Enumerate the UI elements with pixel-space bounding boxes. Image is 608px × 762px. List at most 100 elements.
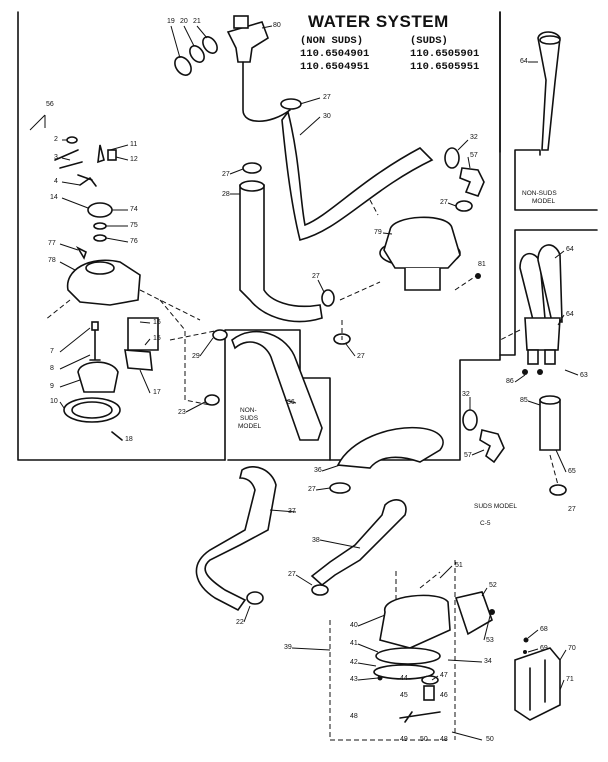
callout-71: 71 — [566, 676, 574, 683]
callout-23: 23 — [178, 409, 186, 416]
clamp-32-b — [462, 409, 478, 431]
clamp-29 — [212, 329, 228, 341]
callout-50-b: 50 — [486, 736, 494, 743]
clamp-27-a — [280, 98, 302, 110]
callout-49: 49 — [400, 736, 408, 743]
clamp-23 — [204, 394, 220, 406]
note-non-suds-top-2: MODEL — [532, 198, 556, 205]
callout-7: 7 — [50, 348, 54, 355]
suds-model-1: 110.6505901 — [410, 48, 479, 60]
callout-28: 28 — [222, 191, 230, 198]
fill-elbow-cap — [233, 15, 249, 29]
callout-2: 2 — [54, 136, 58, 143]
callout-3: 3 — [54, 154, 58, 161]
callout-20: 20 — [180, 18, 188, 25]
non-suds-model-1: 110.6504901 — [300, 48, 369, 60]
callout-80: 80 — [273, 22, 281, 29]
hose-36-non-suds — [204, 329, 323, 441]
callout-36-a: 36 — [287, 399, 295, 406]
callout-30: 30 — [323, 113, 331, 120]
callout-57-a: 57 — [470, 152, 478, 159]
callout-27-b: 27 — [222, 171, 230, 178]
note-suds-model: SUDS MODEL — [474, 503, 517, 510]
callout-65: 65 — [568, 468, 576, 475]
non-suds-heading: (NON SUDS) — [300, 35, 363, 47]
callout-75: 75 — [130, 222, 138, 229]
suds-model-2: 110.6505951 — [410, 61, 479, 73]
callout-86: 86 — [506, 378, 514, 385]
hose-30 — [242, 61, 434, 241]
callout-40: 40 — [350, 622, 358, 629]
callout-53: 53 — [486, 637, 494, 644]
washer-21 — [202, 36, 218, 54]
note-non-suds-mid-2: SUDS — [240, 415, 259, 422]
suds-heading: (SUDS) — [410, 35, 448, 47]
callout-36-b: 36 — [314, 467, 322, 474]
callout-79: 79 — [374, 229, 382, 236]
callout-64-a: 64 — [520, 58, 528, 65]
callout-27-e: 27 — [357, 353, 365, 360]
callout-47: 47 — [440, 672, 448, 679]
callout-27-f: 27 — [308, 486, 316, 493]
clamp-27-c — [455, 200, 473, 212]
callout-27-c: 27 — [440, 199, 448, 206]
pump-79 — [333, 199, 481, 345]
part-callouts: 19 20 21 80 27 30 27 28 32 57 27 64 56 2… — [46, 18, 588, 743]
callout-38: 38 — [312, 537, 320, 544]
clamp-27-g — [311, 584, 329, 596]
callout-11: 11 — [130, 141, 137, 148]
clamp-27-f — [329, 482, 351, 494]
callout-68: 68 — [540, 626, 548, 633]
note-non-suds-mid-3: MODEL — [238, 423, 262, 430]
callout-85: 85 — [520, 397, 528, 404]
note-page-code: C-5 — [480, 520, 491, 527]
callout-27-d: 27 — [312, 273, 320, 280]
callout-27-a: 27 — [323, 94, 331, 101]
callout-16: 16 — [153, 319, 161, 326]
hose-36-suds — [329, 409, 505, 494]
callout-32-a: 32 — [470, 134, 478, 141]
pump-assembly-39 — [329, 560, 495, 741]
hose-64-non-suds — [537, 31, 561, 151]
callout-48-b: 48 — [440, 736, 448, 743]
callout-8: 8 — [50, 365, 54, 372]
callout-17: 17 — [153, 389, 161, 396]
callout-42: 42 — [350, 659, 358, 666]
washer-20 — [189, 45, 205, 63]
callout-18: 18 — [125, 436, 133, 443]
note-non-suds-mid-1: NON- — [240, 407, 257, 414]
callout-63: 63 — [580, 372, 588, 379]
callout-29: 29 — [192, 353, 200, 360]
callout-50: 50 — [420, 736, 428, 743]
hose-38 — [310, 499, 407, 596]
callout-56: 56 — [46, 101, 54, 108]
callout-57-b: 57 — [464, 452, 472, 459]
callout-74: 74 — [130, 206, 138, 213]
clamp-27-d — [321, 289, 335, 307]
callout-14: 14 — [50, 194, 58, 201]
model-notes: NON-SUDS MODEL NON- SUDS MODEL SUDS MODE… — [238, 190, 557, 527]
callout-81: 81 — [478, 261, 486, 268]
callout-27-g: 27 — [288, 571, 296, 578]
callout-51: 51 — [455, 562, 463, 569]
callout-44: 44 — [400, 675, 408, 682]
clamp-32-a — [444, 147, 460, 169]
leader-lines — [59, 25, 579, 741]
callout-48-a: 48 — [350, 713, 358, 720]
callout-10: 10 — [50, 398, 58, 405]
title-block: WATER SYSTEM (NON SUDS) (SUDS) 110.65049… — [300, 12, 479, 73]
callout-76: 76 — [130, 238, 138, 245]
callout-64-b: 64 — [566, 246, 574, 253]
callout-64-c: 64 — [566, 311, 574, 318]
callout-43: 43 — [350, 676, 358, 683]
elbow-57-b — [479, 429, 505, 464]
diagram-title: WATER SYSTEM — [308, 12, 449, 31]
hose-28 — [239, 162, 335, 323]
washer-19 — [174, 56, 192, 76]
fill-fitting-group — [174, 15, 269, 76]
callout-41: 41 — [350, 640, 358, 647]
callout-4: 4 — [54, 178, 58, 185]
callout-21: 21 — [193, 18, 201, 25]
